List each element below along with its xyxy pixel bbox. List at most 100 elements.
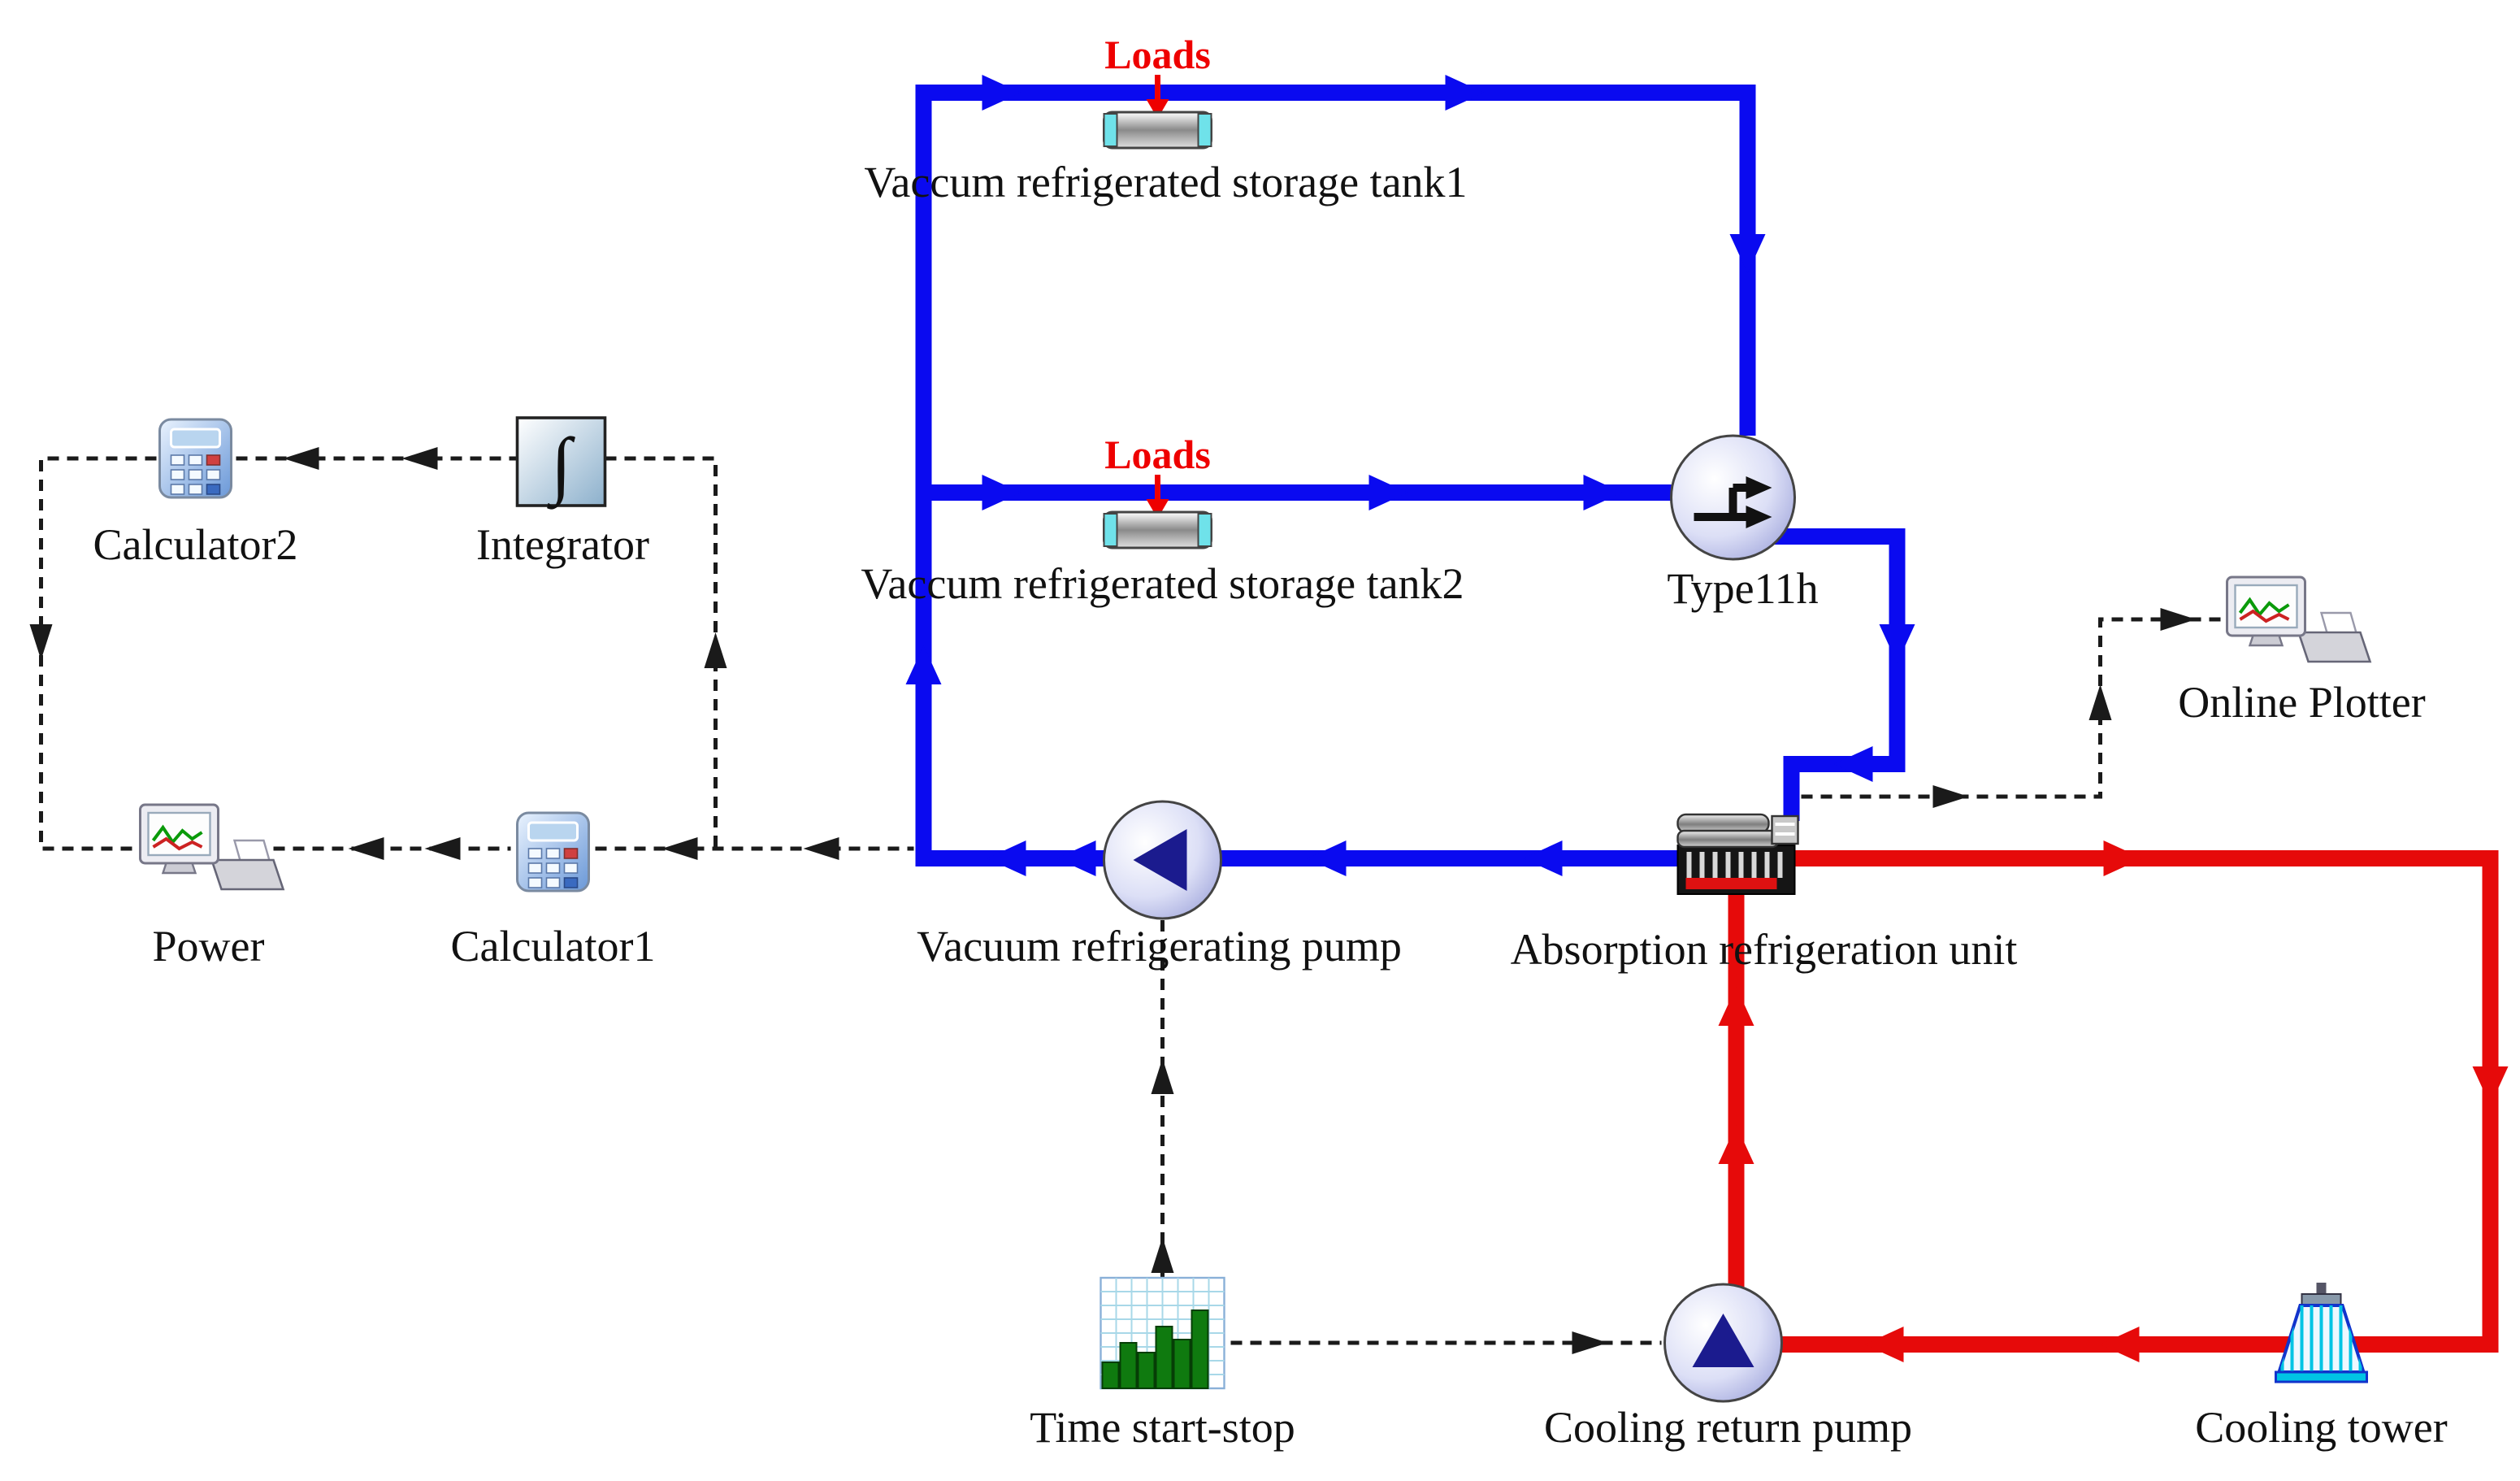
- pump-rotor-triangle: [1133, 829, 1187, 891]
- flow-arrow: [1718, 987, 1754, 1026]
- calculator1-label: Calculator1: [451, 922, 656, 971]
- cooling-pump-icon[interactable]: [1663, 1283, 1783, 1403]
- signal-arrow: [704, 632, 727, 668]
- pipe-tee-outlet-to-unit[interactable]: [1772, 528, 1906, 821]
- tank1-label: Vaccum refrigerated storage tank1: [864, 158, 1467, 206]
- signal-link-arrows: [29, 447, 2197, 1354]
- unit-cylinder-bottom: [1676, 829, 1780, 849]
- loads-arrowhead: [1146, 99, 1169, 119]
- component-labels: Vaccum refrigerated storage tank1 Vaccum…: [93, 158, 2448, 1452]
- integrator-label: Integrator: [476, 520, 649, 569]
- tank-cap-right: [1197, 113, 1212, 147]
- link-junction-to-integrator[interactable]: [605, 456, 718, 849]
- cooling-pump-label: Cooling return pump: [1544, 1403, 1912, 1452]
- flow-arrow: [982, 475, 1021, 510]
- flow-arrow: [982, 75, 1021, 111]
- signal-arrow: [1932, 785, 1969, 808]
- signal-arrow: [401, 447, 438, 470]
- tee-glyph: [1694, 484, 1750, 521]
- tank2-label: Vaccum refrigerated storage tank2: [861, 559, 1464, 608]
- integrator-icon[interactable]: ∫: [515, 416, 607, 510]
- signal-arrow: [1151, 1058, 1174, 1094]
- printer-body: [2297, 631, 2372, 663]
- flow-arrow: [1864, 1327, 1904, 1362]
- vacuum-pump-icon[interactable]: [1103, 800, 1222, 920]
- tank2-loads-label: Loads: [1104, 432, 1211, 477]
- calculator2-label: Calculator2: [93, 520, 298, 569]
- flow-arrow: [1729, 234, 1766, 273]
- tank1-icon[interactable]: Loads: [1103, 32, 1212, 150]
- hot-pipe-arrows: [1718, 840, 2509, 1362]
- flow-arrow: [1583, 475, 1623, 510]
- signal-arrow: [803, 837, 839, 860]
- flow-arrow: [1523, 840, 1563, 876]
- absorption-unit-label: Absorption refrigeration unit: [1511, 925, 2018, 974]
- cooling-tower-icon[interactable]: [2275, 1283, 2368, 1383]
- unit-slits: [1686, 852, 1783, 878]
- time-start-stop-icon[interactable]: [1100, 1276, 1225, 1390]
- absorption-unit-icon[interactable]: [1676, 813, 1799, 895]
- type11h-label: Type11h: [1667, 564, 1818, 613]
- unit-side-box: [1771, 814, 1799, 845]
- tank2-icon[interactable]: Loads: [1103, 432, 1212, 549]
- tank-body: [1103, 510, 1212, 549]
- tank-cap-left: [1103, 513, 1118, 547]
- pipe-chilled-distribution-loop[interactable]: [915, 85, 1756, 866]
- flow-arrow: [987, 840, 1026, 876]
- vacuum-pump-label: Vacuum refrigerating pump: [917, 922, 1402, 971]
- calculator2-icon[interactable]: [158, 418, 232, 499]
- flow-arrow: [1833, 746, 1873, 782]
- timer-bars: [1101, 1309, 1209, 1389]
- flow-arrow: [1879, 624, 1915, 663]
- calc-screen: [170, 428, 221, 449]
- signal-arrow: [1151, 1237, 1174, 1273]
- monitor-stand: [2248, 634, 2284, 647]
- unit-cylinder-top: [1676, 813, 1770, 834]
- pump-rotor-triangle: [1692, 1314, 1754, 1367]
- cold-pipe-arrows: [905, 75, 1915, 876]
- online-plotter-icon[interactable]: [2226, 575, 2372, 663]
- flow-arrow: [1368, 475, 1408, 510]
- flow-arrow: [2103, 840, 2143, 876]
- power-icon[interactable]: [139, 803, 285, 891]
- type11h-icon[interactable]: [1670, 434, 1796, 561]
- cooling-tower-label: Cooling tower: [2195, 1403, 2447, 1452]
- calc-buttons: [527, 848, 579, 888]
- calc-screen: [527, 821, 579, 842]
- signal-arrow: [283, 447, 319, 470]
- flow-arrow: [905, 645, 942, 684]
- monitor-stand: [161, 862, 197, 875]
- integrator-body: [515, 416, 607, 507]
- tank1-loads-label: Loads: [1104, 32, 1211, 77]
- flow-arrow: [2100, 1327, 2140, 1362]
- signal-arrow: [348, 837, 384, 860]
- tee-glyph-arrow-right: [1746, 506, 1772, 528]
- unit-side-box-lines: [1775, 823, 1795, 836]
- power-label: Power: [153, 922, 265, 971]
- signal-arrow: [661, 837, 698, 860]
- time-start-stop-label: Time start-stop: [1030, 1403, 1295, 1452]
- signal-arrow: [29, 624, 53, 660]
- link-calculator2-to-power[interactable]: [39, 456, 157, 851]
- tank-cap-left: [1103, 113, 1118, 147]
- flow-arrow: [1445, 75, 1485, 111]
- screen-red-trace: [152, 836, 203, 851]
- signal-arrow: [1572, 1331, 1608, 1354]
- integral-sign: ∫: [547, 423, 575, 510]
- tower-fan-housing: [2301, 1293, 2342, 1306]
- online-plotter-label: Online Plotter: [2178, 678, 2425, 727]
- screen-green-trace: [151, 824, 203, 845]
- signal-arrow: [424, 837, 461, 860]
- screen-green-trace: [2238, 597, 2290, 618]
- flow-arrow: [1056, 840, 1096, 876]
- tank-cap-right: [1197, 513, 1212, 547]
- printer-body: [210, 858, 285, 891]
- signal-arrow: [2160, 608, 2197, 631]
- flow-arrow: [2472, 1066, 2509, 1105]
- signal-arrow: [2088, 684, 2112, 720]
- tower-basin: [2275, 1370, 2368, 1383]
- calculator1-icon[interactable]: [516, 811, 590, 893]
- unit-red-strip: [1685, 878, 1777, 889]
